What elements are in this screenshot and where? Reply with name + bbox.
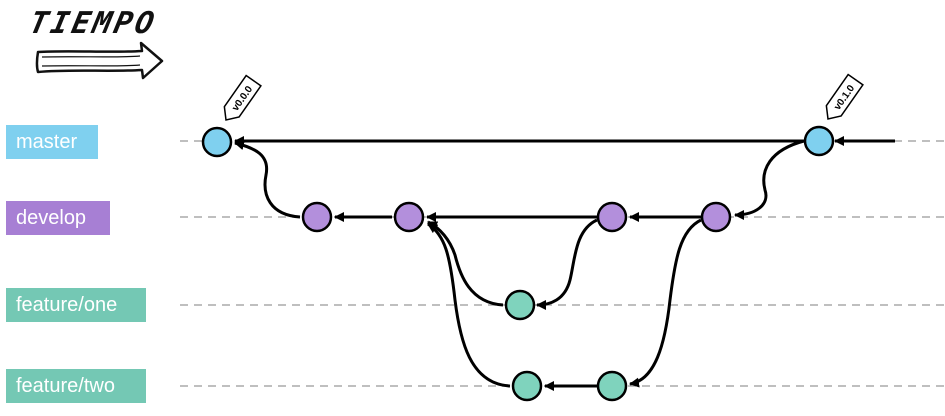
commit-edges [234, 136, 895, 391]
commit-feature-one-1 [504, 289, 536, 321]
commit-nodes [201, 125, 835, 402]
time-arrow-icon [35, 41, 164, 80]
edge-develop-to-master [234, 140, 301, 219]
branch-label-develop: develop [6, 201, 110, 235]
commit-develop-3 [596, 201, 628, 233]
branch-guides [180, 140, 945, 387]
tag-icon: v0.0.0 [223, 74, 262, 121]
edge-master-to-develop [734, 139, 805, 220]
commit-develop-2 [393, 201, 425, 233]
branch-label-feature-one: feature/one [6, 288, 146, 322]
edge-develop-to-feature-two [629, 218, 702, 388]
edge-feature-two-to-develop [427, 222, 511, 388]
edge-develop-to-feature-one [536, 218, 598, 310]
commit-develop-1 [301, 201, 333, 233]
edge-feature-one-to-develop [427, 220, 504, 307]
branch-label-master: master [6, 125, 98, 159]
commit-feature-two-2 [596, 370, 628, 402]
branch-label-feature-two: feature/two [6, 369, 146, 403]
commit-master-2 [803, 125, 835, 157]
commit-master-1 [201, 126, 233, 158]
tag-icon: v0.1.0 [825, 73, 864, 120]
commit-develop-4 [700, 201, 732, 233]
commit-feature-two-1 [511, 370, 543, 402]
